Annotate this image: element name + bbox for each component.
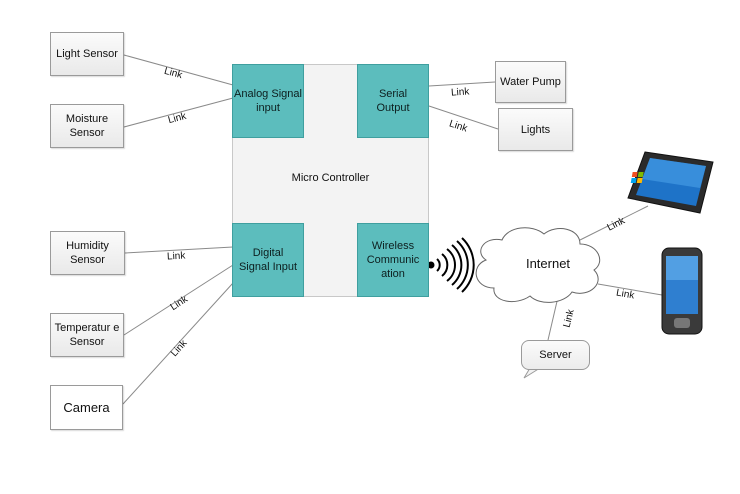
temperature-sensor-box: Temperatur e Sensor: [50, 313, 124, 357]
wireless-label: Wireless Communic ation: [366, 240, 420, 280]
humidity-sensor-label: Humidity Sensor: [66, 240, 109, 266]
link-line-tablet: [579, 205, 649, 241]
server-label: Server: [539, 349, 572, 361]
link-label-humidity: Link: [166, 250, 186, 263]
digital-input-module: Digital Signal Input: [232, 223, 304, 297]
wireless-signal-icon: [427, 237, 475, 293]
smartphone-icon: [661, 247, 703, 335]
analog-input-label: Analog Signal input: [234, 88, 302, 114]
water-pump-box: Water Pump: [495, 61, 566, 103]
internet-cloud: [475, 227, 601, 303]
internet-label: Internet: [525, 256, 571, 271]
link-label-water-pump: Link: [450, 86, 470, 99]
link-line-temperature: [123, 264, 234, 336]
microcontroller-label: Micro Controller: [291, 172, 370, 184]
link-line-water-pump: [428, 81, 496, 87]
camera-label: Camera: [63, 399, 110, 415]
link-line-humidity: [124, 246, 234, 254]
link-line-lights: [428, 105, 499, 130]
digital-input-label: Digital Signal Input: [238, 247, 298, 273]
analog-input-module: Analog Signal input: [232, 64, 304, 138]
link-line-phone: [597, 283, 663, 296]
moisture-sensor-label: Moisture Sensor: [65, 113, 109, 139]
temperature-sensor-label: Temperatur e Sensor: [54, 322, 120, 348]
server-box: Server: [521, 340, 590, 370]
water-pump-label: Water Pump: [500, 76, 561, 88]
wireless-module: Wireless Communic ation: [357, 223, 429, 297]
moisture-sensor-box: Moisture Sensor: [50, 104, 124, 148]
link-line-camera: [122, 282, 234, 405]
serial-output-module: Serial Output: [357, 64, 429, 138]
lights-box: Lights: [498, 108, 573, 151]
camera-box: Camera: [50, 385, 123, 430]
link-line-light: [123, 54, 234, 86]
humidity-sensor-box: Humidity Sensor: [50, 231, 125, 275]
link-line-server: [547, 296, 559, 341]
link-line-moisture: [123, 97, 234, 128]
light-sensor-box: Light Sensor: [50, 32, 124, 76]
serial-output-label: Serial Output: [376, 88, 410, 114]
light-sensor-label: Light Sensor: [56, 48, 118, 60]
tablet-icon: [627, 151, 714, 214]
server-callout-tail: [523, 367, 541, 379]
lights-label: Lights: [520, 123, 551, 136]
